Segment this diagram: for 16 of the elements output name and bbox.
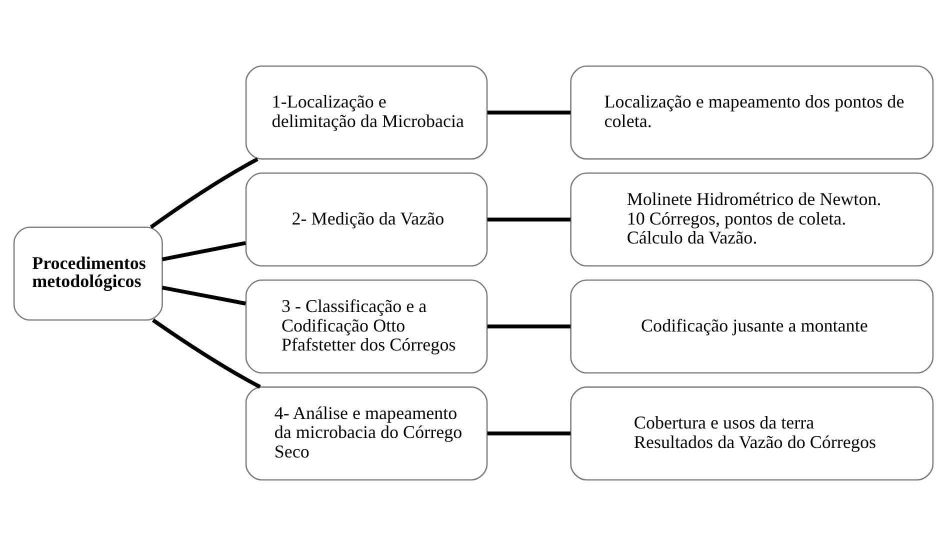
node-box: Cobertura e usos da terra Resultados da Vazão do Córregos: [570, 386, 934, 480]
node-box: 3 - Classificação e a Codificação Otto Pfafstetter dos Córregos: [245, 279, 488, 374]
connector: [162, 286, 246, 306]
node-box: Molinete Hidrométrico de Newton. 10 Córregos, pontos de coleta. Cálculo da Vazão.: [570, 172, 934, 267]
connector: [487, 218, 571, 222]
node-box: 1-Localização e delimitação da Microbacia: [245, 66, 488, 160]
node-box: 4- Análise e mapeamento da microbacia do Córrego Seco: [245, 386, 488, 480]
connector: [162, 241, 246, 262]
node-box: Localização e mapeamento dos pontos de coleta.: [570, 66, 934, 160]
node-box: 2- Medição da Vazão: [245, 172, 488, 267]
node-box: Procedimentos metodológicos: [13, 226, 163, 321]
connector: [487, 432, 571, 436]
connector: [487, 324, 571, 328]
connector: [150, 157, 258, 229]
connector: [487, 110, 571, 114]
node-box: Codificação jusante a montante: [570, 279, 934, 374]
